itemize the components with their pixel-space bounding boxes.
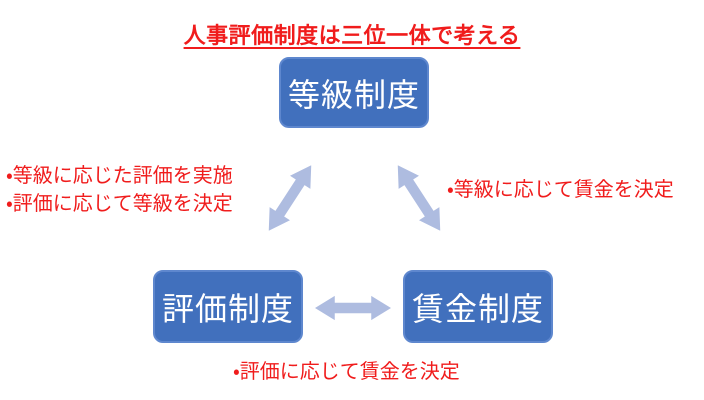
grade-evaluation-note: ・等級に応じた評価を実施 ・評価に応じて等級を決定 <box>6 162 233 218</box>
wage-system-box: 賃金制度 <box>403 270 553 343</box>
slide-title: 人事評価制度は三位一体で考える <box>183 23 521 48</box>
evaluation-wage-note: ・評価に応じて賃金を決定 <box>233 361 460 383</box>
grade-wage-note: ・等級に応じて賃金を決定 <box>447 179 674 201</box>
grade-system-box: 等級制度 <box>279 57 429 128</box>
grade-evaluation-note-line2: ・評価に応じて等級を決定 <box>6 193 233 215</box>
grade-system-label: 等級制度 <box>287 76 420 113</box>
evaluation-wage-double-arrow-icon <box>315 295 391 321</box>
grade-wage-double-arrow-icon <box>387 158 451 238</box>
grade-evaluation-note-line1: ・等級に応じた評価を実施 <box>6 165 233 187</box>
grade-evaluation-double-arrow-icon <box>258 158 322 238</box>
evaluation-system-box: 評価制度 <box>153 270 303 343</box>
evaluation-system-label: 評価制度 <box>161 290 294 327</box>
wage-system-label: 賃金制度 <box>411 290 544 327</box>
